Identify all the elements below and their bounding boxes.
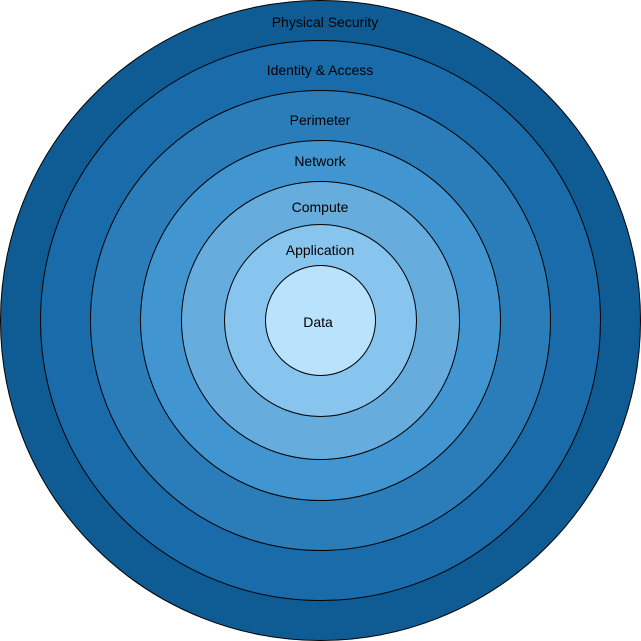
label-physical-security: Physical Security xyxy=(272,14,379,30)
layer-data: Data xyxy=(265,265,376,376)
label-data: Data xyxy=(303,314,333,330)
label-application: Application xyxy=(286,242,355,258)
label-identity-access: Identity & Access xyxy=(267,62,374,78)
label-network: Network xyxy=(294,153,346,169)
label-compute: Compute xyxy=(292,199,349,215)
ring-data xyxy=(265,265,376,376)
label-perimeter: Perimeter xyxy=(290,112,351,128)
